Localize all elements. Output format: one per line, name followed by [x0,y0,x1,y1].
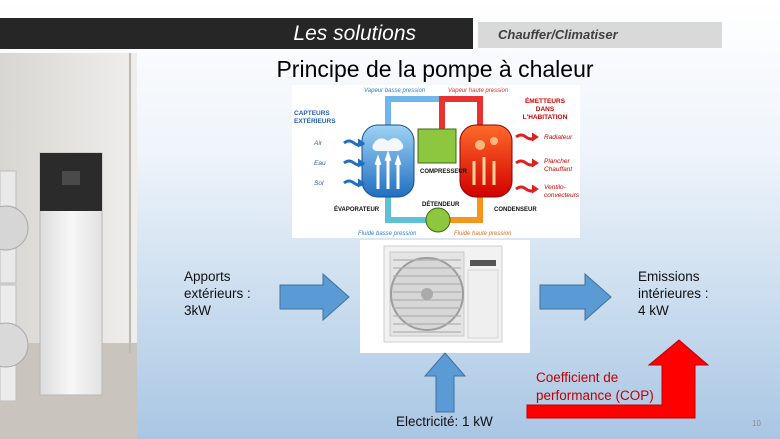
label-ground: Sol [314,180,324,187]
section-subtitle: Chauffer/Climatiser [498,27,618,42]
cop-arrow [526,339,710,419]
outdoor-unit-image [383,245,503,343]
pipe-high-fluid [442,195,483,223]
output-arrow [539,272,612,322]
input-arrow [279,272,350,322]
label-high-vapour: Vapeur haute pression [448,88,509,94]
label-floor-1: Plancher [544,158,570,165]
pipe-low-fluid [385,195,442,223]
label-sensors-1: CAPTEURS [294,110,330,117]
label-low-vapour: Vapeur basse pression [364,88,426,94]
heat-pump-schematic: Vapeur basse pression Vapeur haute press… [292,85,580,238]
heat-pump-indoor-photo [0,53,137,439]
label-condenser: CONDENSEUR [494,207,537,213]
label-fancoil-2: convecteurs [544,192,580,199]
electricity-arrow [423,352,467,413]
compressor-box [417,128,457,164]
label-high-fluid: Fluide haute pression [454,231,512,237]
label-evaporator: ÉVAPORATEUR [334,205,380,213]
label-low-fluid: Fluide basse pression [358,231,417,237]
label-fancoil-1: Ventilo- [544,184,567,191]
label-air: Air [313,140,323,147]
label-compressor: COMPRESSEUR [420,169,468,175]
cop-text: Coefficient de performance (COP) [536,370,654,403]
inputs-text: Apports extérieurs : 3kW [184,269,251,318]
pipe-high-vapour [439,96,483,133]
label-radiator: Radiateur [544,134,573,141]
label-sensors-2: EXTÉRIEURS [294,116,336,125]
label-emitters-1: ÉMETTEURS [525,96,566,105]
expansion-valve [425,207,451,233]
label-water: Eau [314,160,326,167]
title-bar [0,18,473,49]
outdoor-unit-panel [360,240,530,353]
electricity-text: Electricité: 1 kW [396,414,493,429]
slide-title: Principe de la pompe à chaleur [276,56,594,82]
page-number: 10 [752,419,761,428]
label-emitters-3: L'HABITATION [523,114,568,121]
subtitle-bar [478,22,722,48]
label-expander: DÉTENDEUR [422,200,460,208]
label-emitters-2: DANS [536,106,555,113]
section-title: Les solutions [293,22,416,45]
label-floor-2: Chauffant [544,166,573,173]
outputs-text: Emissions intérieures : 4 kW [638,269,709,318]
